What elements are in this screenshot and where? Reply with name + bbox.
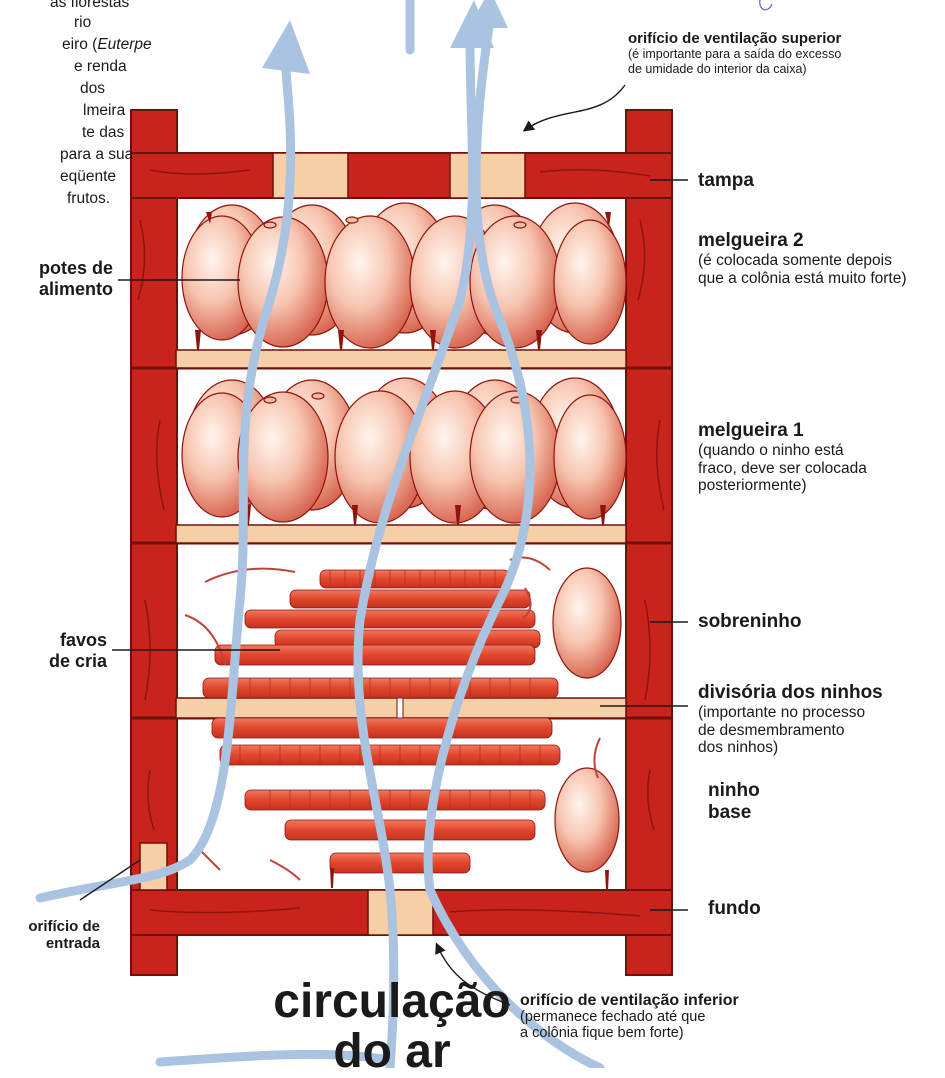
ninho-base-pot [555,768,619,872]
intro-text-line: rio [74,14,91,32]
intro-text-line: frutos. [67,190,110,208]
intro-text-line: eqüente [60,168,116,186]
label-fundo: fundo [708,898,761,920]
label-melgueira-1: melgueira 1 (quando o ninho está fraco, … [698,420,867,495]
intro-text-line: lmeira [83,102,125,120]
intro-text-line: para a sua [60,146,133,164]
divisoria-hole [397,698,403,718]
intro-text-line: dos [80,80,105,98]
intro-text-line: as florestas [50,0,129,12]
entrance-block [140,843,167,890]
label-favos-cria: favos de cria [20,630,107,671]
label-potes-alimento: potes de alimento [20,258,113,299]
intro-text-line: eiro (Euterpe [62,36,152,54]
label-sobreninho: sobreninho [698,611,801,633]
tampa-board [131,153,672,198]
label-tampa: tampa [698,170,754,192]
label-ventilacao-inferior: orifício de ventilação inferior (permane… [520,992,739,1041]
label-divisoria: divisória dos ninhos (importante no proc… [698,682,883,757]
label-ventilacao-superior: orifício de ventilação superior (é impor… [628,30,841,76]
melgueira2-floor [176,350,626,368]
air-arrow-head-left [262,20,310,74]
decorative-swirl [760,0,772,10]
label-melgueira-2: melgueira 2 (é colocada somente depois q… [698,230,907,287]
fundo-board [131,890,672,935]
sobreninho-pot [553,568,621,678]
label-ninho-base: ninho base [708,780,760,824]
intro-text-line: e renda [74,58,127,76]
diagram-title: circulação do ar [272,977,512,1078]
intro-text-line: te das [82,124,124,142]
food-pots-melgueira-2 [182,203,626,348]
label-orificio-entrada: orifício de entrada [0,918,100,953]
